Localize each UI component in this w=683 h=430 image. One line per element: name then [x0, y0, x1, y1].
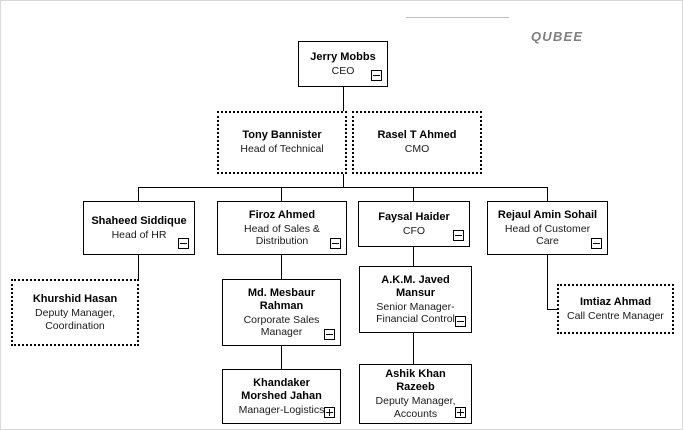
- node-person-name: Jerry Mobbs: [310, 50, 376, 63]
- connector-drop-firoz: [281, 187, 282, 201]
- collapse-node-icon[interactable]: [455, 316, 466, 327]
- node-person-name: Khurshid Hasan: [32, 293, 118, 305]
- connector-faysal-to-javed: [413, 247, 414, 266]
- connector-rejaul-to-imtiaz: [547, 309, 559, 310]
- connector-drop-rejaul: [547, 187, 548, 201]
- connector-firoz-to-mesbaur: [281, 255, 282, 279]
- node-person-title: Manager-Logistics: [238, 403, 325, 416]
- connector-rejaul-stem: [547, 255, 548, 309]
- node-person-name: Ashik Khan Razeeb: [385, 368, 446, 393]
- node-person-name: Md. Mesbaur Rahman: [247, 286, 316, 312]
- node-person-title: CMO: [404, 143, 430, 156]
- node-person-title: Head of Sales & Distribution: [244, 222, 320, 248]
- node-person-title: CEO: [331, 64, 355, 77]
- brand-divider: [406, 17, 509, 18]
- brand-logo-qubee: QUBEE: [531, 29, 584, 44]
- node-person-name: Imtiaz Ahmad: [579, 295, 652, 308]
- node-person-name: Tony Bannister: [242, 129, 322, 142]
- node-person-name: Shaheed Siddique: [91, 214, 187, 227]
- collapse-node-icon[interactable]: [178, 238, 189, 249]
- node-person-title: Senior Manager-Financial Control: [376, 300, 455, 326]
- node-person-name: Rasel T Ahmed: [377, 129, 457, 142]
- node-person-title: Call Centre Manager: [567, 309, 664, 322]
- node-person-name: Rejaul Amin Sohail: [497, 208, 598, 221]
- node-person-name: Firoz Ahmed: [248, 208, 316, 221]
- expand-node-icon[interactable]: [455, 407, 466, 418]
- node-person-name: Khandaker Morshed Jahan: [241, 376, 322, 402]
- connector-drop-faysal: [413, 187, 414, 201]
- node-person-title: CFO: [402, 224, 426, 237]
- collapse-node-icon[interactable]: [324, 329, 335, 340]
- node-person-title: Head of Technical: [240, 143, 324, 156]
- node-person-title: Deputy Manager, Accounts: [375, 395, 456, 420]
- node-person-name: A.K.M. Javed Mansur: [381, 273, 450, 299]
- connector-drop-shaheed: [138, 187, 139, 201]
- connector-shaheed-stem: [138, 255, 139, 302]
- collapse-node-icon[interactable]: [453, 230, 464, 241]
- node-person-title: Deputy Manager, Coordination: [35, 307, 115, 332]
- collapse-node-icon[interactable]: [591, 238, 602, 249]
- collapse-node-icon[interactable]: [330, 238, 341, 249]
- collapse-node-icon[interactable]: [371, 70, 382, 81]
- node-person-title: Head of Customer Care: [504, 222, 591, 248]
- node-person-title: Head of HR: [111, 228, 167, 241]
- connector-javed-to-ashik: [413, 333, 414, 364]
- connector-mesbaur-to-khandaker: [281, 346, 282, 369]
- connector-level2-horizontal: [138, 187, 548, 188]
- node-person-name: Faysal Haider: [378, 210, 450, 223]
- node-person-title: Corporate Sales Manager: [243, 313, 320, 339]
- expand-node-icon[interactable]: [324, 407, 335, 418]
